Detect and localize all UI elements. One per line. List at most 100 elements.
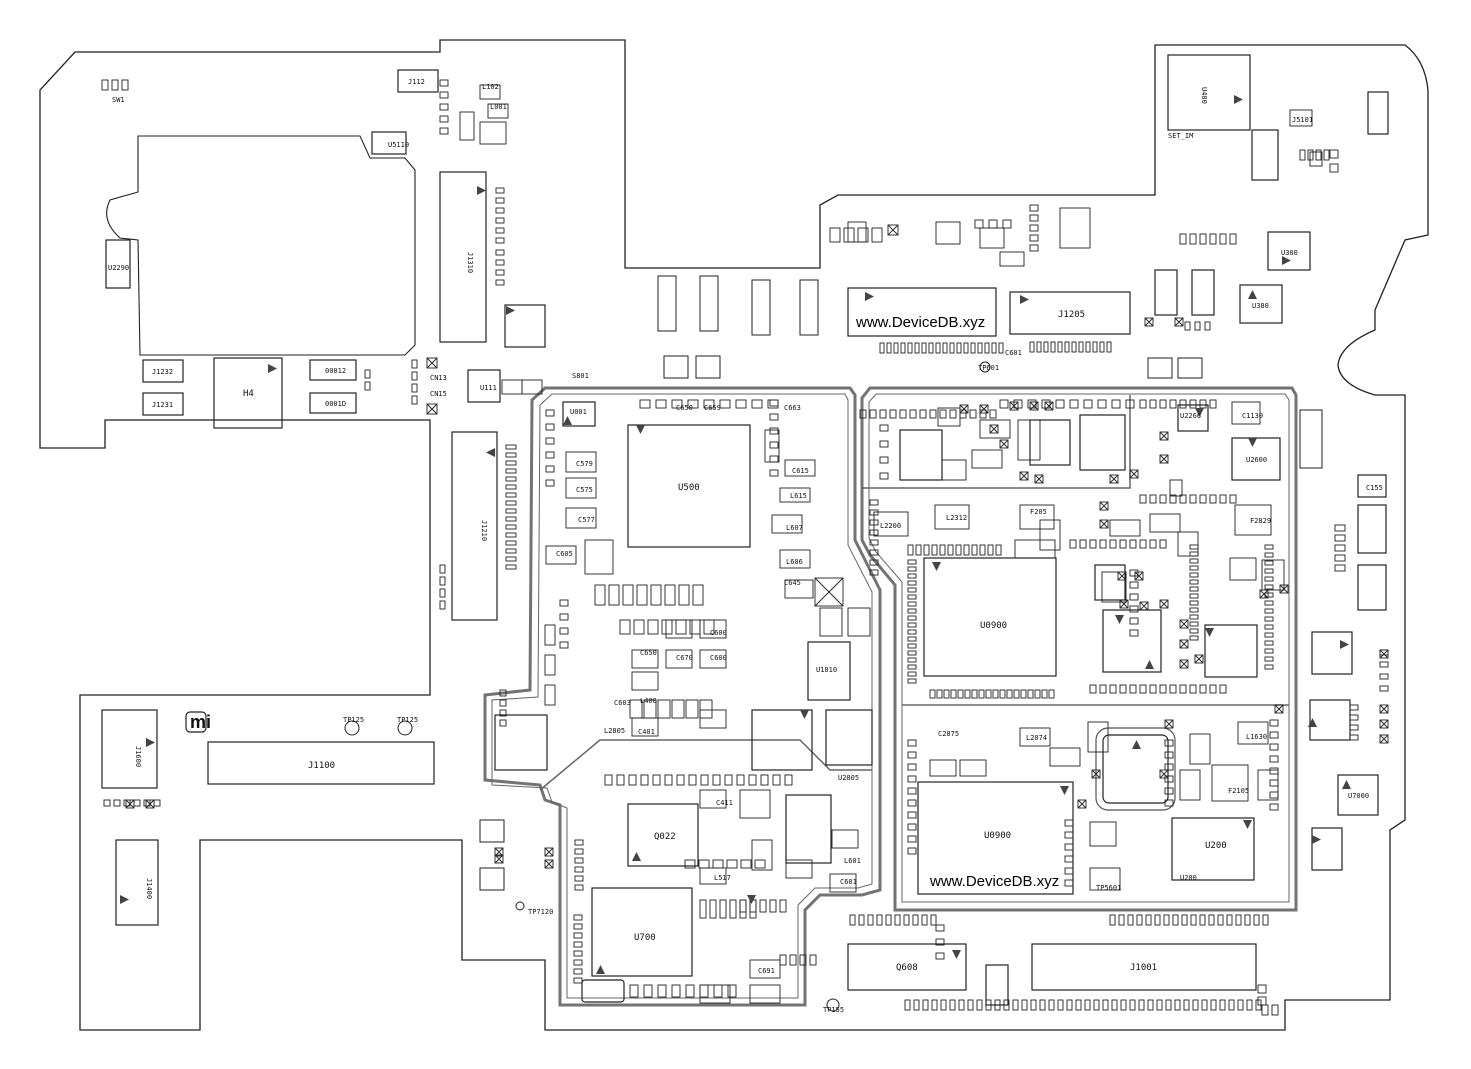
passive	[1117, 571, 1127, 581]
passive	[1002, 219, 1012, 229]
passive	[1251, 129, 1279, 181]
passive	[103, 799, 111, 807]
passive	[495, 207, 505, 214]
passive	[1379, 649, 1389, 659]
passive	[749, 959, 781, 979]
passive	[867, 914, 874, 926]
misc-labels: SW1L102L001U5110U2290000120001DCN13CN15T…	[108, 83, 1383, 1014]
passive	[1089, 684, 1097, 694]
passive	[1189, 579, 1199, 585]
passive	[1111, 399, 1121, 409]
component-label: L607	[786, 524, 803, 532]
passive	[1106, 341, 1112, 353]
passive	[1109, 539, 1117, 549]
pin1-marker	[506, 306, 515, 315]
passive	[494, 847, 504, 857]
passive	[505, 524, 517, 530]
passive	[700, 774, 709, 786]
component-label: L2074	[1026, 734, 1047, 742]
no-connect-pad	[1129, 469, 1139, 479]
passive	[1379, 673, 1389, 680]
passive	[111, 79, 119, 91]
passive	[869, 499, 879, 506]
passive	[907, 594, 917, 600]
passive	[544, 624, 556, 646]
no-connect-pad	[1019, 471, 1029, 481]
passive	[699, 899, 707, 919]
component-label: SW1	[112, 96, 125, 104]
passive	[950, 689, 957, 699]
passive	[565, 507, 597, 529]
passive	[1029, 244, 1039, 252]
passive	[928, 342, 934, 354]
passive	[1019, 727, 1051, 747]
passive	[949, 342, 955, 354]
passive	[971, 449, 1003, 469]
passive	[1299, 149, 1306, 161]
passive	[639, 399, 651, 409]
passive	[495, 187, 505, 194]
passive	[1189, 399, 1197, 409]
passive	[1269, 719, 1279, 727]
passive	[647, 619, 659, 635]
passive	[847, 607, 871, 637]
passive	[1156, 999, 1163, 1011]
passive	[1264, 664, 1274, 670]
passive	[544, 654, 556, 676]
passive	[1179, 619, 1189, 629]
passive	[963, 342, 969, 354]
passive	[907, 566, 917, 572]
passive	[859, 409, 867, 419]
passive	[1164, 739, 1174, 747]
pin1-marker	[1115, 615, 1124, 624]
passive	[1174, 999, 1181, 1011]
component-label: F205	[1030, 508, 1047, 516]
passive	[907, 601, 917, 607]
passive	[1055, 399, 1065, 409]
no-connect-pad	[426, 357, 438, 369]
passive	[411, 395, 418, 405]
passive	[505, 556, 517, 562]
passive	[955, 544, 962, 556]
passive	[939, 544, 946, 556]
passive	[574, 839, 584, 846]
passive	[907, 636, 917, 642]
passive	[1125, 399, 1135, 409]
test-points	[344, 361, 991, 1012]
passive	[713, 984, 723, 998]
passive	[979, 404, 989, 414]
no-connect-pad	[1194, 654, 1204, 664]
passive	[1349, 704, 1359, 711]
passive	[1099, 684, 1107, 694]
passive	[640, 774, 649, 786]
label-h4: H4	[243, 389, 254, 399]
passive	[736, 774, 745, 786]
component-label: C645	[784, 579, 801, 587]
passive	[559, 627, 569, 635]
passive	[1027, 689, 1034, 699]
passive	[1229, 557, 1257, 581]
passive	[907, 823, 917, 831]
component-label: 00012	[325, 367, 346, 375]
passive	[687, 399, 699, 409]
no-connect-pad	[544, 859, 554, 869]
passive	[1034, 689, 1041, 699]
svg-text:mi: mi	[190, 712, 211, 732]
passive	[1264, 624, 1274, 630]
passive	[947, 544, 954, 556]
passive	[936, 689, 943, 699]
passive	[992, 689, 999, 699]
pin1-marker	[636, 425, 645, 434]
passive	[573, 932, 583, 939]
no-connect-pad	[1159, 454, 1169, 464]
component-label: C575	[576, 486, 593, 494]
passive	[879, 424, 889, 432]
passive	[979, 419, 1011, 439]
passive	[1021, 999, 1028, 1011]
passive	[959, 759, 987, 777]
passive	[619, 619, 631, 635]
component-label: C615	[792, 467, 809, 475]
passive	[769, 441, 779, 449]
no-connect-pad	[1077, 799, 1087, 809]
passive	[1039, 999, 1046, 1011]
